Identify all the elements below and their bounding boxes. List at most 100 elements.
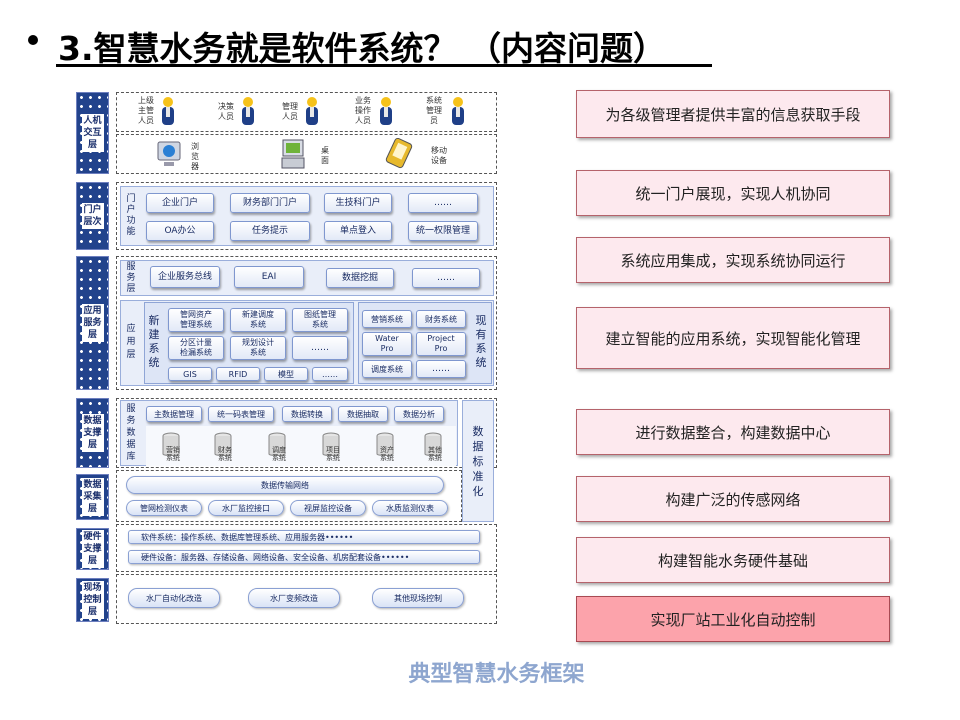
user-icon: [162, 97, 174, 125]
user-group-2: 决策 人员: [216, 94, 266, 130]
data-btn[interactable]: 主数据管理: [146, 406, 202, 422]
data-network-bar: 数据传输网络: [126, 476, 444, 494]
layer-label-data-support: 数据支撑层: [76, 398, 109, 468]
layer-label-text: 现场控制层: [81, 581, 104, 619]
new-system-btn[interactable]: 规划设计 系统: [230, 336, 286, 360]
database-label: 调度 系统: [272, 446, 286, 462]
goal-box: 统一门户展现，实现人机协同: [576, 170, 890, 216]
data-standardization-label: 数 据 标 准 化: [472, 424, 484, 498]
collection-item[interactable]: 水质监测仪表: [372, 500, 448, 516]
database-label: 项目 系统: [326, 446, 340, 462]
portal-btn[interactable]: 企业门户: [146, 193, 214, 213]
user-label: 决策 人员: [218, 102, 234, 121]
collection-item[interactable]: 水厂监控接口: [208, 500, 284, 516]
goal-box-highlighted: 实现厂站工业化自动控制: [576, 596, 890, 642]
collection-item[interactable]: 视屏监控设备: [290, 500, 366, 516]
hardware-devices-bar: 硬件设备：服务器、存储设备、网络设备、安全设备、机房配套设备••••••: [128, 550, 480, 564]
user-icon: [306, 97, 318, 125]
device-label: 浏 览 器: [191, 142, 199, 171]
user-icon: [380, 97, 392, 125]
user-icon: [242, 97, 254, 125]
diagram-caption: 典型智慧水务框架: [408, 662, 585, 687]
new-bottom-btn[interactable]: RFID: [216, 367, 260, 381]
existing-system-btn[interactable]: Project Pro: [416, 332, 466, 356]
new-bottom-btn[interactable]: ……: [312, 367, 348, 381]
service-btn[interactable]: 企业服务总线: [150, 266, 220, 288]
layer-label-text: 应用服务层: [81, 304, 104, 342]
new-systems-label: 新 建 系 统: [148, 314, 160, 369]
new-bottom-btn[interactable]: 模型: [264, 367, 308, 381]
service-btn[interactable]: ……: [412, 268, 480, 288]
goal-box: 建立智能的应用系统，实现智能化管理: [576, 307, 890, 369]
field-control-item[interactable]: 其他现场控制: [372, 588, 464, 608]
device-label: 移动 设备: [431, 146, 447, 165]
new-system-btn[interactable]: 图纸管理 系统: [292, 308, 348, 332]
device-label: 桌 面: [321, 146, 329, 165]
database-row: [146, 426, 456, 466]
layer-label-interaction: 人机交互层: [76, 92, 109, 174]
database-icon: [376, 432, 394, 456]
software-systems-bar: 软件系统：操作系统、数据库管理系统、应用服务器••••••: [128, 530, 480, 544]
data-layer-label: 服 务 数 据 库: [126, 404, 136, 462]
database-label: 营销 系统: [166, 446, 180, 462]
layer-label-text: 人机交互层: [81, 114, 104, 152]
field-control-item[interactable]: 水厂自动化改造: [128, 588, 220, 608]
app-layer-label: 应 用 层: [126, 323, 136, 360]
service-btn[interactable]: 数据挖掘: [326, 268, 394, 288]
goal-box: 进行数据整合，构建数据中心: [576, 409, 890, 455]
field-control-item[interactable]: 水厂变频改造: [248, 588, 340, 608]
portal-btn[interactable]: 财务部门门户: [230, 193, 310, 213]
portal-btn[interactable]: 统一权限管理: [408, 221, 478, 241]
new-system-btn[interactable]: ……: [292, 336, 348, 360]
layer-label-portal: 门户层次: [76, 182, 109, 250]
service-btn[interactable]: EAI: [234, 266, 304, 288]
user-group-5: 系统 管理 员: [424, 94, 474, 130]
user-label: 管理 人员: [282, 102, 298, 121]
layer-label-text: 硬件支撑层: [81, 530, 104, 568]
existing-system-btn[interactable]: 营销系统: [362, 310, 412, 328]
data-btn[interactable]: 数据转换: [282, 406, 332, 422]
user-group-3: 管理 人员: [280, 94, 330, 130]
database-label: 资产 系统: [380, 446, 394, 462]
framework-diagram: 人机交互层 上级 主管 人员 决策 人员 管理 人员 业务 操作 人员 系统 管…: [74, 90, 499, 626]
existing-system-btn[interactable]: Water Pro: [362, 332, 412, 356]
existing-system-btn[interactable]: 财务系统: [416, 310, 466, 328]
user-label: 系统 管理 员: [426, 96, 442, 125]
desktop-icon: [281, 139, 305, 169]
collection-item[interactable]: 管网检测仪表: [126, 500, 202, 516]
existing-system-btn[interactable]: 调度系统: [362, 360, 412, 378]
goal-box: 构建广泛的传感网络: [576, 476, 890, 522]
new-bottom-btn[interactable]: GIS: [168, 367, 212, 381]
user-group-1: 上级 主管 人员: [136, 94, 186, 130]
goal-box: 系统应用集成，实现系统协同运行: [576, 237, 890, 283]
portal-btn[interactable]: ……: [408, 193, 478, 213]
portal-btn[interactable]: OA办公: [146, 221, 214, 241]
user-icon: [452, 97, 464, 125]
data-btn[interactable]: 数据分析: [394, 406, 444, 422]
layer-label-text: 数据支撑层: [81, 414, 104, 452]
database-icon: [162, 432, 180, 456]
layer-label-text: 数据采集层: [81, 478, 104, 516]
layer-label-text: 门户层次: [81, 203, 104, 229]
new-system-btn[interactable]: 分区计量 检漏系统: [168, 336, 224, 360]
portal-btn[interactable]: 任务提示: [230, 221, 310, 241]
portal-btn[interactable]: 单点登入: [324, 221, 392, 241]
user-group-4: 业务 操作 人员: [352, 94, 402, 130]
data-btn[interactable]: 统一码表管理: [208, 406, 274, 422]
database-icon: [322, 432, 340, 456]
title-bullet: [28, 35, 38, 45]
new-system-btn[interactable]: 管网资产 管理系统: [168, 308, 224, 332]
service-layer-label: 服 务 层: [126, 261, 136, 294]
layer-label-data-collection: 数据采集层: [76, 474, 109, 520]
new-system-btn[interactable]: 新建调度 系统: [230, 308, 286, 332]
layer-label-application: 应用服务层: [76, 256, 109, 390]
title-underline: [56, 64, 712, 67]
existing-system-btn[interactable]: ……: [416, 360, 466, 378]
mobile-device-icon: [385, 138, 413, 169]
goal-box: 为各级管理者提供丰富的信息获取手段: [576, 90, 890, 138]
portal-btn[interactable]: 生技科门户: [324, 193, 392, 213]
database-icon: [214, 432, 232, 456]
goal-box: 构建智能水务硬件基础: [576, 537, 890, 583]
database-label: 其他 系统: [428, 446, 442, 462]
data-btn[interactable]: 数据抽取: [338, 406, 388, 422]
